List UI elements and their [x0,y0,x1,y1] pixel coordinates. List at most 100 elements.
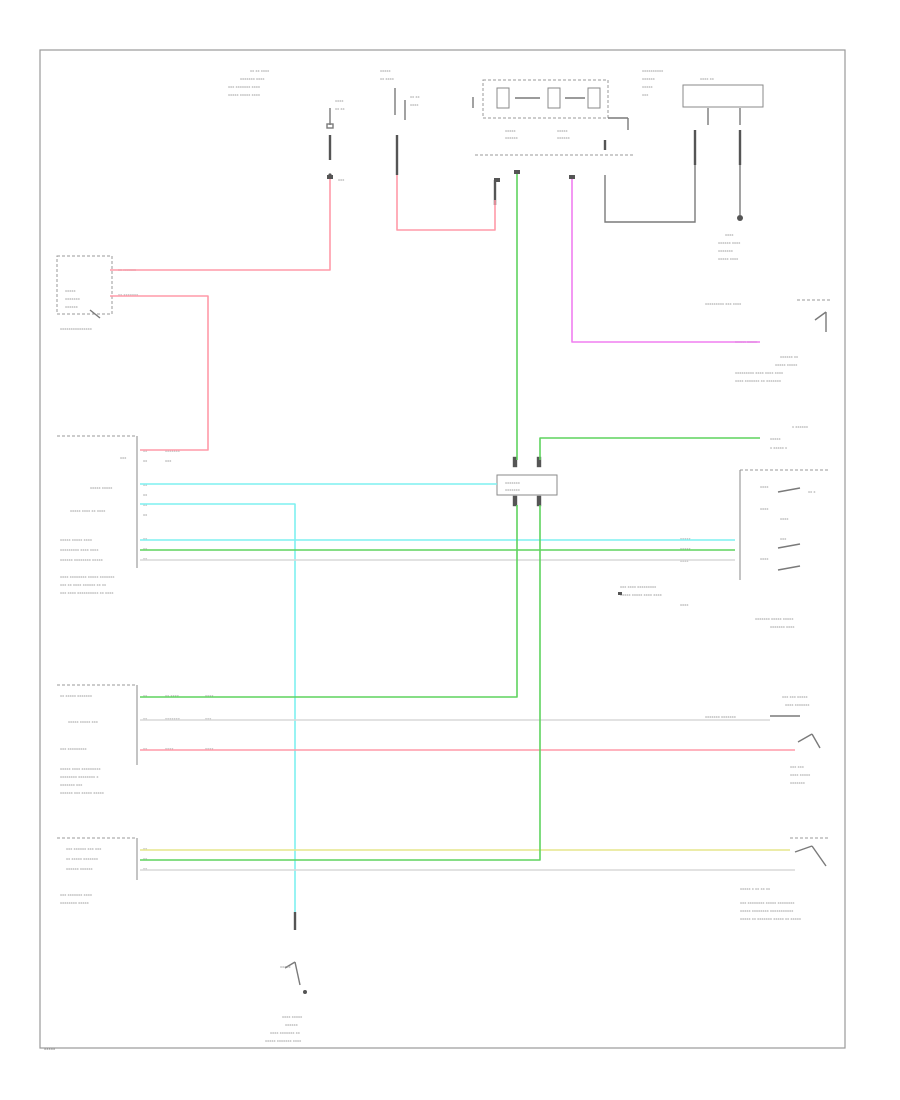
svg-text:xx: xx [143,449,148,453]
svg-text:xxx xxx: xxx xxx [790,765,805,769]
svg-text:xxxxx: xxxxx [642,85,654,89]
svg-text:xxxxx xxxxxxx xxxx: xxxxx xxxxxxx xxxx [265,1039,302,1043]
svg-text:xxxx: xxxx [335,99,344,103]
svg-text:xxxxxxxxxxxxxxx: xxxxxxxxxxxxxxx [60,327,93,331]
svg-text:xxx: xxx [205,717,212,721]
svg-text:xxx: xxx [780,537,787,541]
control-module-upper: xxx xx xx xx xx xx xx xx xx xx xxxxx xxx… [57,435,181,595]
svg-text:xxxxx: xxxxx [505,129,517,133]
wire-green-seat-junction [140,505,518,698]
ignition-switch: xxxxx xxxxxxx xxxxxx xxxxxxxxxxxxxxx xx … [56,255,139,331]
svg-text:xx xxxxx xxxxxxx: xx xxxxx xxxxxxx [60,694,93,698]
svg-text:xxxxxxx: xxxxxxx [165,449,181,453]
svg-text:xx: xx [143,513,148,517]
svg-text:xx: xx [143,747,148,751]
switch-module-top: xxxxx xxxxxx xxxxx xxxxxx [472,79,635,205]
svg-text:xxxxx: xxxxx [380,69,392,73]
svg-text:xx: xx [143,459,148,463]
wire-red-fuse-link [396,175,496,231]
svg-text:xxxxxxx xxxxxxx: xxxxxxx xxxxxxx [705,715,737,719]
wire-ground-top [604,165,696,223]
svg-text:xxxxx: xxxxx [770,437,782,441]
svg-text:xxxx: xxxx [205,747,214,751]
svg-text:xx: xx [143,867,148,871]
svg-text:xx xxxxxxx: xx xxxxxxx [118,293,139,297]
svg-text:xxxx: xxxx [760,485,769,489]
svg-text:xxxxxx: xxxxxx [65,305,79,309]
seat-module: xx xxxxx xxxxxxx xxxxx xxxxx xxx xxx xxx… [57,684,214,795]
power-block-middle: xxxxx xx xxxx xx xx xxxx [380,69,421,175]
svg-text:xxxxxxx: xxxxxxx [165,717,181,721]
svg-text:xxxxxxx xxxx: xxxxxxx xxxx [240,77,265,81]
diagram-code: xxxxx [44,1046,56,1051]
svg-text:xx xxxxx xxxxxxx: xx xxxxx xxxxxxx [66,857,99,861]
svg-text:xxxx xxxxxxx: xxxx xxxxxxx [785,703,810,707]
svg-text:xx xxxx: xx xxxx [380,77,395,81]
svg-text:xx: xx [143,557,148,561]
svg-text:xxx xxxxxx xxx xxx: xxx xxxxxx xxx xxx [66,847,102,851]
svg-text:xxxxxxxx xxxxxxxx x: xxxxxxxx xxxxxxxx x [60,775,99,779]
svg-text:xxxxxx xxxxxxxx xxxxx: xxxxxx xxxxxxxx xxxxx [60,558,104,562]
svg-text:xxxxx xxxxx xxx: xxxxx xxxxx xxx [68,720,99,724]
svg-text:xxxxx xxxxx: xxxxx xxxxx [775,363,798,367]
svg-text:xxxxx xxxx xx xxxx: xxxxx xxxx xx xxxx [70,509,106,513]
wire-green-belt-junction [140,505,541,861]
svg-text:xxxxx: xxxxx [557,129,569,133]
diagram-border [39,49,846,1049]
svg-text:xxxx: xxxx [680,559,689,563]
svg-text:x xxxxx x: x xxxxx x [770,446,788,450]
svg-text:xx xx: xx xx [410,95,421,99]
svg-text:xxxxx xxxxxxxx xxxxxxxxxxx: xxxxx xxxxxxxx xxxxxxxxxxx [740,909,794,913]
svg-text:xxxxx xxxxx xxxx xxxx: xxxxx xxxxx xxxx xxxx [620,593,663,597]
svg-text:xxxxxxx: xxxxxxx [505,488,521,492]
seat-switch-right: xxx xxx xxxxx xxxx xxxxxxx xxxxxxx xxxxx… [705,695,821,785]
svg-text:xxxxxx: xxxxxx [642,77,656,81]
svg-text:xxxxxxxxx xxx xxxx: xxxxxxxxx xxx xxxx [705,302,742,306]
svg-text:xxxx: xxxx [760,507,769,511]
svg-text:xxxx: xxxx [165,747,174,751]
wire-cyan-signal-2 [140,503,296,912]
svg-text:xx xx: xx xx [335,107,346,111]
svg-text:xxx: xxx [338,178,345,182]
svg-text:xx: xx [143,694,148,698]
svg-text:xxxxxx xxx xxxxx xxxxx: xxxxxx xxx xxxxx xxxxx [60,791,105,795]
svg-text:xxxxxxxxx xxxx xxxx: xxxxxxxxx xxxx xxxx [60,548,99,552]
svg-text:xxx: xxx [120,456,127,460]
svg-text:xxxxxxx xxxxx xxxxx: xxxxxxx xxxxx xxxxx [755,617,794,621]
svg-text:xxxx xxxxx: xxxx xxxxx [790,773,811,777]
svg-text:xxxxx: xxxxx [280,965,292,969]
svg-text:xxxxxxx: xxxxxxx [65,297,81,301]
svg-text:xxx xx xxxx xxxxxx xx xx: xxx xx xxxx xxxxxx xx xx [60,583,107,587]
svg-text:xxxxxxxxxx: xxxxxxxxxx [642,69,664,73]
svg-text:xxxxxxx: xxxxxxx [790,781,806,785]
center-junction-connector: xxxxxxx xxxxxxx [496,456,558,507]
wire-red-ignition-feed [110,175,331,271]
svg-text:xxxx: xxxx [725,233,734,237]
svg-text:xxx xxx xxxxx: xxx xxx xxxxx [782,695,809,699]
svg-text:xx xx xxxx: xx xx xxxx [250,69,270,73]
svg-text:xx: xx [143,857,148,861]
svg-text:xxxxxxx: xxxxxxx [505,481,521,485]
svg-text:xxxxx xxxxx xxxx: xxxxx xxxxx xxxx [60,538,93,542]
svg-text:xx xxxx: xx xxxx [165,694,180,698]
svg-text:xx: xx [143,537,148,541]
svg-text:xxx: xxx [642,93,649,97]
right-multi-switch: x xxxxxx xxxxx x xxxxx x xxxx xx x xxxx … [618,425,830,629]
svg-text:xxx xxxxxxxx xxxxx xxxxxxxx: xxx xxxxxxxx xxxxx xxxxxxxx [740,901,795,905]
svg-text:xxxxx xxxx xxxxxxxxx: xxxxx xxxx xxxxxxxxx [60,767,101,771]
svg-text:xxxxxx: xxxxxx [557,136,571,140]
svg-text:xxxx: xxxx [410,103,419,107]
svg-text:xxxxx: xxxxx [680,537,692,541]
connector-stub-green-top [514,170,520,174]
svg-text:xxxxx xxxx: xxxxx xxxx [718,257,739,261]
svg-text:xxxx: xxxx [760,557,769,561]
svg-text:xxxxx: xxxxx [65,289,77,293]
svg-text:xxxxx x xx xx xx: xxxxx x xx xx xx [740,887,771,891]
connector-stub-top-left [327,175,333,179]
svg-text:xxxxx: xxxxx [680,547,692,551]
svg-text:xxxxxxxx xxxxx: xxxxxxxx xxxxx [60,901,90,905]
svg-text:xxxx xxxxxxx xx: xxxx xxxxxxx xx [270,1031,301,1035]
power-block-right: xxxxxxxxxx xxxxxx xxxxx xxx xxxx xx xxxx… [642,69,764,261]
svg-text:xxxxxx xxxx: xxxxxx xxxx [718,241,741,245]
